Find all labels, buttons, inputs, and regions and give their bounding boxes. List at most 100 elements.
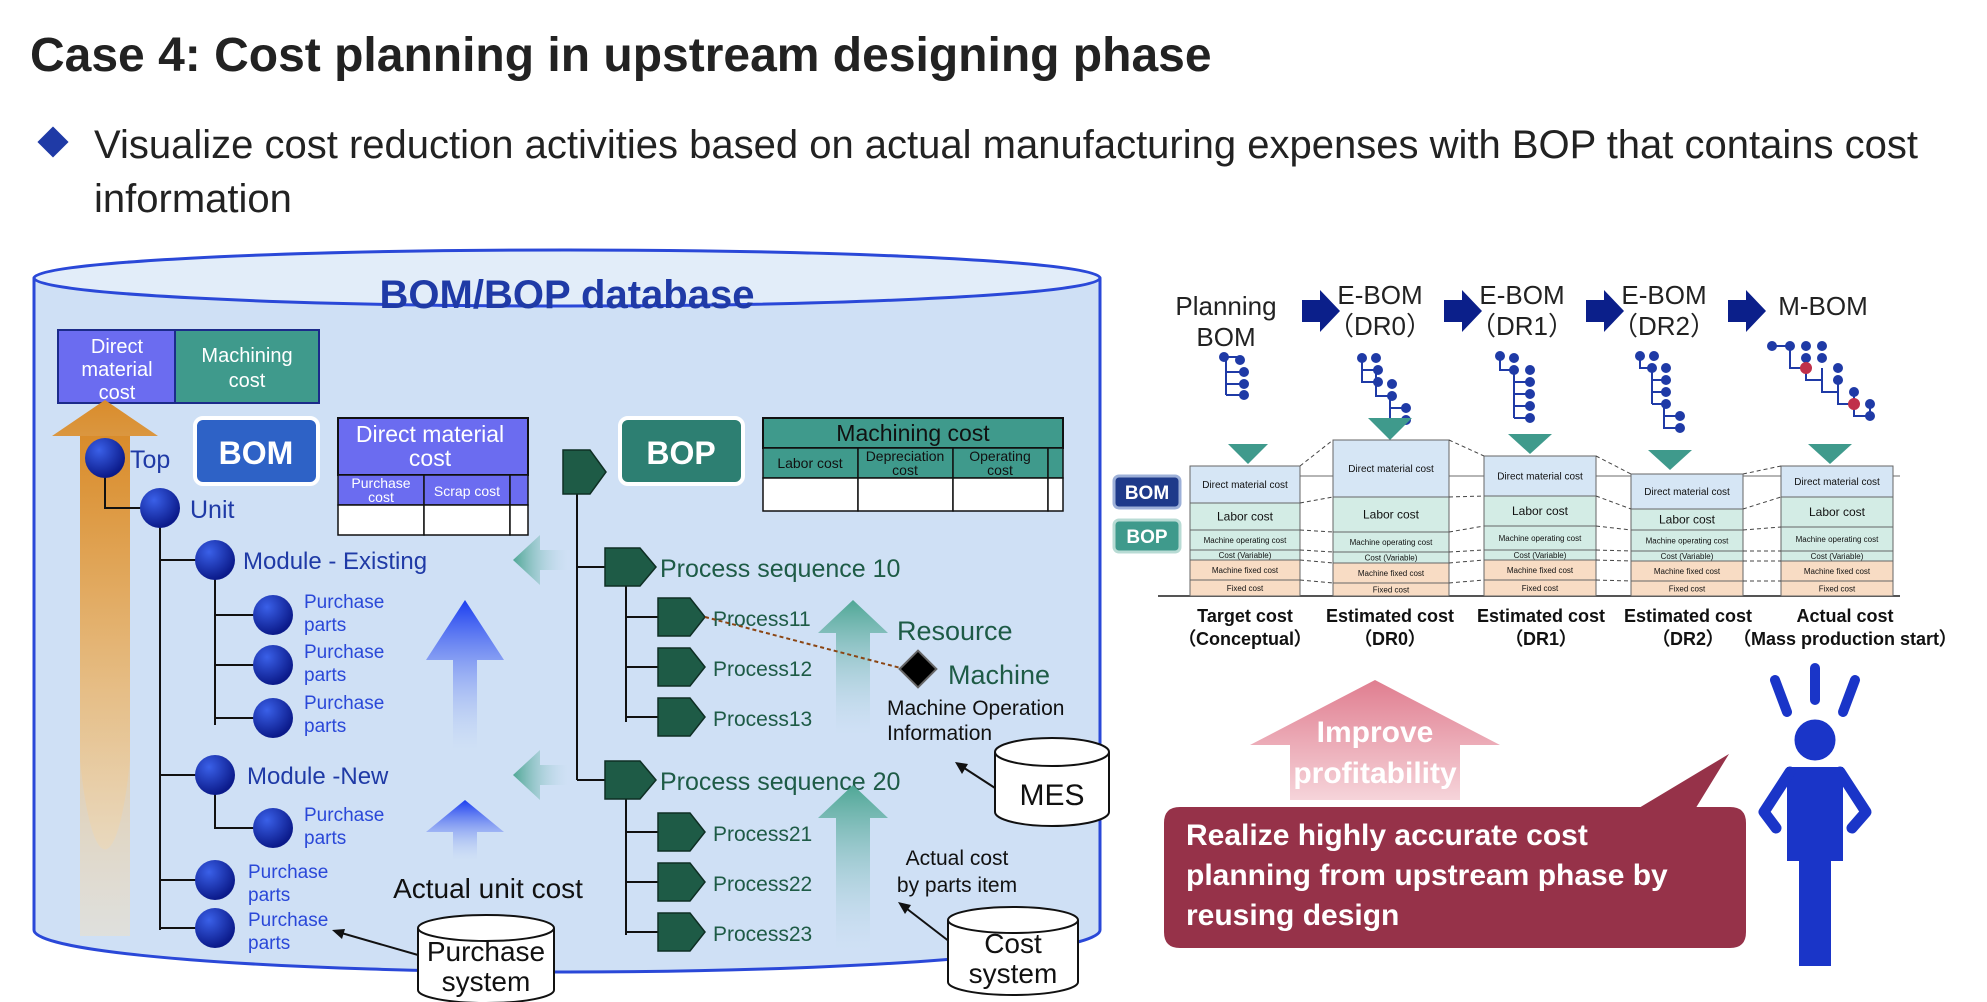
improve-1: Improve: [1317, 716, 1434, 749]
stack-2-label-4: Cost (Variable): [1365, 553, 1418, 562]
node-purchase-3: [253, 698, 293, 738]
cost-label-3-a: Estimated cost: [1477, 606, 1605, 626]
realize-2: planning from upstream phase by: [1186, 859, 1668, 892]
stack-connector: [1595, 525, 1632, 531]
dm-scrap: Scrap cost: [434, 483, 500, 499]
cost-arrow-line: [901, 904, 951, 943]
stack-4-segment-6: [1630, 580, 1744, 597]
triangle-2-icon: [1368, 418, 1412, 440]
mini-tree-dr1-icon: [1495, 351, 1535, 423]
stack-connector: [1448, 495, 1485, 498]
stack-4-label-6: Fixed cost: [1669, 584, 1706, 593]
label-pp1-b: parts: [304, 615, 346, 636]
stack-1-label-6: Fixed cost: [1227, 584, 1264, 593]
stack-4-segment-1: [1630, 473, 1744, 510]
stack-5-label-2: Labor cost: [1809, 505, 1866, 519]
stage-5-a: M-BOM: [1778, 291, 1868, 321]
stack-2-label-1: Direct material cost: [1348, 464, 1434, 475]
bop-badge: BOP: [618, 416, 745, 486]
stack-connector: [1299, 579, 1334, 584]
label-pp3-a: Purchase: [304, 693, 384, 714]
cost-label-2-a: Estimated cost: [1326, 606, 1454, 626]
stage-arrow-4-icon: [1728, 290, 1766, 332]
node-seq10: [604, 547, 657, 587]
bom-badge-label: BOM: [219, 435, 294, 471]
node-bop-root: [562, 449, 607, 495]
stack-2-label-5: Machine fixed cost: [1358, 569, 1425, 578]
machining-cost-box: Machining cost Labor cost Depreciation c…: [762, 417, 1064, 512]
node-p21: [657, 812, 706, 852]
cost-label-4-b: （DR2）: [1652, 629, 1724, 649]
stack-1-label-2: Labor cost: [1217, 510, 1274, 524]
bop-badge-label: BOP: [646, 435, 715, 471]
stack-3-segment-1: [1483, 455, 1597, 497]
label-pp4-b: parts: [304, 828, 346, 849]
stack-3-segment-6: [1483, 579, 1597, 597]
purchase-system-cylinder: Purchase system: [417, 914, 555, 1002]
realize-1: Realize highly accurate cost: [1186, 819, 1588, 852]
dm-purchase-2: cost: [368, 489, 394, 505]
cost-label-5-b: （Mass production start）: [1733, 629, 1957, 649]
label-p13: Process13: [713, 708, 812, 731]
stack-connector: [1595, 579, 1632, 582]
label-top: Top: [130, 446, 170, 474]
orange-arrow-shaft: [80, 436, 130, 936]
machine-diamond-icon: [898, 649, 938, 689]
mc-labor: Labor cost: [777, 455, 842, 471]
stack-5-segment-6: [1780, 580, 1894, 597]
stack-3-label-5: Machine fixed cost: [1507, 566, 1574, 575]
stage-arrow-1-icon: [1302, 290, 1340, 332]
label-p23: Process23: [713, 923, 812, 946]
node-p23: [657, 912, 706, 952]
realize-callout: Realize highly accurate cost planning fr…: [1160, 746, 1750, 952]
dm-purchase-1: Purchase: [351, 475, 410, 491]
stack-1-label-5: Machine fixed cost: [1212, 566, 1279, 575]
stack-connector: [1299, 529, 1334, 533]
right-bom-badge: BOM: [1112, 474, 1182, 510]
stack-3-segment-3: [1483, 525, 1597, 551]
teal-left-arrow-2: [513, 750, 568, 800]
stack-connector: [1448, 559, 1485, 564]
stack-1-label-3: Machine operating cost: [1204, 536, 1287, 545]
resource-label: Resource: [897, 616, 1013, 646]
bop-tree-nodes: [562, 449, 706, 952]
stack-2-segment-1: [1332, 439, 1450, 498]
node-p13: [657, 697, 706, 737]
mes-cylinder: MES: [994, 737, 1110, 827]
blue-up-arrow-2: [426, 800, 504, 860]
label-unit: Unit: [190, 496, 235, 524]
bop-tree-labels: Process sequence 10 Process11 Process12 …: [660, 555, 900, 946]
improve-arrow: Improve profitability: [1250, 680, 1500, 800]
cost-label-4-a: Estimated cost: [1624, 606, 1752, 626]
legend-direct-2: material: [81, 359, 152, 381]
node-purchase-2: [253, 645, 293, 685]
stack-connector: [1742, 465, 1782, 475]
blue-up-arrow-1: [426, 600, 504, 750]
stack-5-segment-2: [1780, 496, 1894, 528]
stack-4-label-5: Machine fixed cost: [1654, 567, 1721, 576]
stage-2-b: （DR0）: [1328, 311, 1432, 341]
cost-label-1-a: Target cost: [1197, 606, 1293, 626]
stack-1-label-4: Cost (Variable): [1219, 551, 1272, 560]
bom-tree-labels: Top Unit Module - Existing Purchase part…: [130, 446, 427, 954]
stack-connector: [1742, 526, 1782, 531]
stack-3-label-6: Fixed cost: [1522, 584, 1559, 593]
purchase-arrowhead-icon: [332, 929, 345, 939]
node-purchase-6: [195, 908, 235, 948]
cost-label-3-b: （DR1）: [1505, 629, 1577, 649]
stack-5-label-4: Cost (Variable): [1811, 552, 1864, 561]
cost-label-5-a: Actual cost: [1796, 606, 1893, 626]
label-module-existing: Module - Existing: [243, 548, 427, 575]
stack-5-label-1: Direct material cost: [1794, 477, 1880, 488]
label-pp5-a: Purchase: [248, 862, 328, 883]
stack-2-label-2: Labor cost: [1363, 508, 1420, 522]
stage-1-a: Planning: [1175, 291, 1276, 321]
triangle-5-icon: [1808, 444, 1852, 464]
stack-5-label-3: Machine operating cost: [1796, 535, 1879, 544]
label-pp6-a: Purchase: [248, 910, 328, 931]
stack-5-segment-3: [1780, 526, 1894, 552]
stage-3-b: （DR1）: [1470, 311, 1574, 341]
mini-tree-planning-icon: [1219, 352, 1249, 400]
legend-direct-1: Direct: [91, 336, 144, 358]
